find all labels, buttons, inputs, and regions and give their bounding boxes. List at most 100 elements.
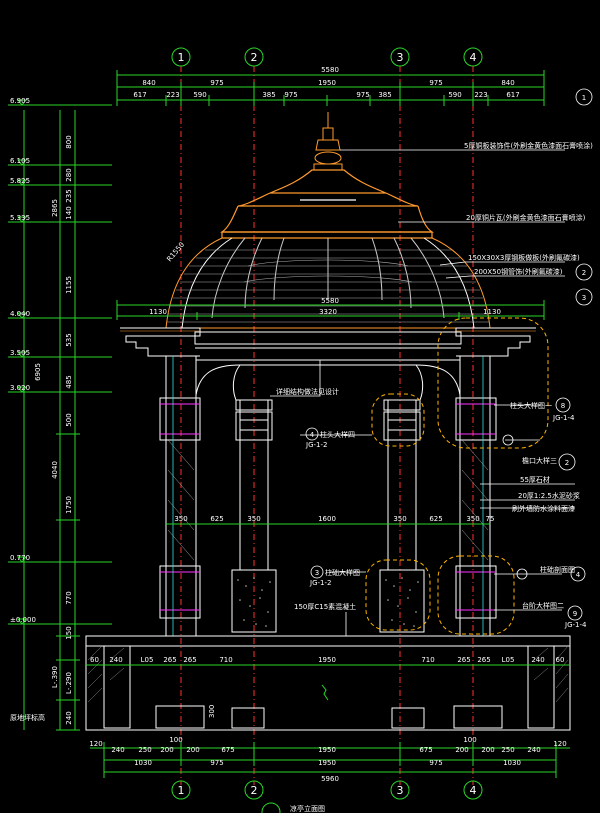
ref-column-sheet: JG-1-2 — [305, 441, 327, 449]
dim-top-2-9: 617 — [506, 91, 519, 99]
elev-6105: 6.105 — [10, 157, 30, 165]
axis-bubble-bottom-4 — [463, 780, 483, 800]
ref-right-base-num: 4 — [576, 571, 581, 579]
bdim-1-0: 120 — [89, 740, 102, 748]
dim-top-2-1: 223 — [166, 91, 179, 99]
upper-roof — [237, 169, 419, 207]
bottom-dimension-chain — [90, 742, 570, 778]
column-inner-left — [231, 399, 277, 633]
ref-bubble-column — [305, 427, 319, 441]
label-top-finial: 5厚铜板装饰件(外刷金黄色漆面石膏喷涂) — [464, 141, 593, 150]
axis-bubble-bottom-1 — [171, 780, 191, 800]
ref-bubble-right-3 — [575, 288, 593, 306]
ref-cap-sheet: JG-1-4 — [552, 414, 575, 422]
axis-label-bottom-1: 1 — [178, 784, 185, 797]
floor-dim-9: 265 — [477, 656, 490, 664]
bdim-1-2: 250 — [138, 746, 151, 754]
ref-right-2: 2 — [582, 269, 586, 277]
inner-dim-1130-left: 1130 — [149, 308, 167, 316]
dim-top-1-3: 975 — [429, 79, 442, 87]
elev-5825: 5.825 — [10, 177, 30, 185]
axis-label-bottom-4: 4 — [470, 784, 477, 797]
inner-span-dims — [116, 300, 545, 320]
col-dim-0: 350 — [174, 515, 187, 523]
floor-dim-1: 240 — [109, 656, 122, 664]
vdim-L390: L-.390 — [51, 666, 59, 688]
ref-base-num: 3 — [315, 569, 319, 577]
axis-label-1: 1 — [178, 51, 185, 64]
col-dim-1: 625 — [210, 515, 223, 523]
roof-finial — [313, 112, 343, 171]
bdim-1-10: 250 — [501, 746, 514, 754]
vdim-500: 500 — [65, 413, 73, 426]
dim-top-2-5: 975 — [356, 91, 369, 99]
break-symbol — [321, 684, 329, 701]
dome-hatch — [167, 249, 489, 323]
bdim-2-2: 1950 — [318, 759, 336, 767]
elev-0770: 0.770 — [10, 554, 30, 562]
dome — [165, 237, 491, 329]
elev-4040: 4.040 — [10, 310, 30, 318]
label-wall-1: 55厚石材 — [520, 475, 550, 484]
ref-bubble-right-1 — [575, 88, 593, 106]
ref-right-1: 1 — [582, 94, 586, 102]
dim-top-1-1: 975 — [210, 79, 223, 87]
dim-top-2-4: 975 — [284, 91, 297, 99]
label-wall-2: 20厚1:2.5水泥砂浆 — [518, 491, 580, 500]
cyan-wall-lines — [172, 356, 484, 636]
col-dim-4: 350 — [393, 515, 406, 523]
label-ceiling: 详细结构做法见设计 — [276, 387, 339, 396]
label-cap-detail: 柱头大样图一 — [510, 401, 552, 410]
ref-bubble-right-2 — [575, 263, 593, 281]
ref-cap-num: 8 — [561, 402, 565, 410]
elev-3020: 3.020 — [10, 384, 30, 392]
floor-dim-8: 265 — [457, 656, 470, 664]
dim-top-2-7: 590 — [448, 91, 461, 99]
axis-bubbles-bottom: 1 2 3 4 — [171, 780, 483, 800]
title-bubble — [261, 802, 281, 813]
cornice — [120, 327, 536, 357]
floor-dim-12: 60 — [556, 656, 565, 664]
left-dim-texts: 800 280 235 140 2865 1155 535 485 6905 5… — [34, 135, 73, 724]
axis-bubble-3 — [390, 47, 410, 67]
bdim-2-1: 975 — [210, 759, 223, 767]
vdim-770: 770 — [65, 591, 73, 604]
column-hatch — [167, 439, 489, 561]
col-dim-7: 75 — [486, 515, 495, 523]
section-mark-3 — [502, 434, 514, 446]
label-step-detail: 台阶大样图二 — [522, 601, 564, 610]
bdim-small-0: 100 — [169, 736, 182, 744]
axis-label-bottom-3: 3 — [397, 784, 404, 797]
axis-label-3: 3 — [397, 51, 404, 64]
dim-overall-top: 5580 — [321, 66, 339, 74]
vdim-485: 485 — [65, 375, 73, 388]
floor-dim-3: 265 — [163, 656, 176, 664]
inner-dim-1130-right: 1130 — [483, 308, 501, 316]
bdim-1-9: 200 — [481, 746, 494, 754]
floor-dim-6: 1950 — [318, 656, 336, 664]
dim-top-2-8: 223 — [474, 91, 487, 99]
ref-bubble-base — [310, 565, 324, 579]
dim-top-2-3: 385 — [262, 91, 275, 99]
label-right-base: 柱础剖面图 — [540, 565, 575, 574]
bdim-1-4: 200 — [186, 746, 199, 754]
footing-dim-300: 300 — [208, 705, 216, 718]
axis-label-4: 4 — [470, 51, 477, 64]
elev-5335: 5.335 — [10, 214, 30, 222]
col-dim-5: 625 — [429, 515, 442, 523]
floor-dim-7: 710 — [421, 656, 434, 664]
vdim-L290: L-.290 — [65, 672, 73, 694]
ref-bubble-step — [567, 605, 583, 621]
bdim-2-3: 975 — [429, 759, 442, 767]
axis-bubble-2 — [244, 47, 264, 67]
bdim-1-1: 240 — [111, 746, 124, 754]
bdim-1-7: 675 — [419, 746, 432, 754]
right-base-mark — [516, 568, 528, 580]
detail-callouts — [365, 317, 549, 635]
ref-bubble-cap — [555, 397, 571, 413]
axis-bubble-bottom-2 — [244, 780, 264, 800]
vdim-4040: 4040 — [51, 461, 59, 479]
dim-top-2-0: 617 — [133, 91, 146, 99]
